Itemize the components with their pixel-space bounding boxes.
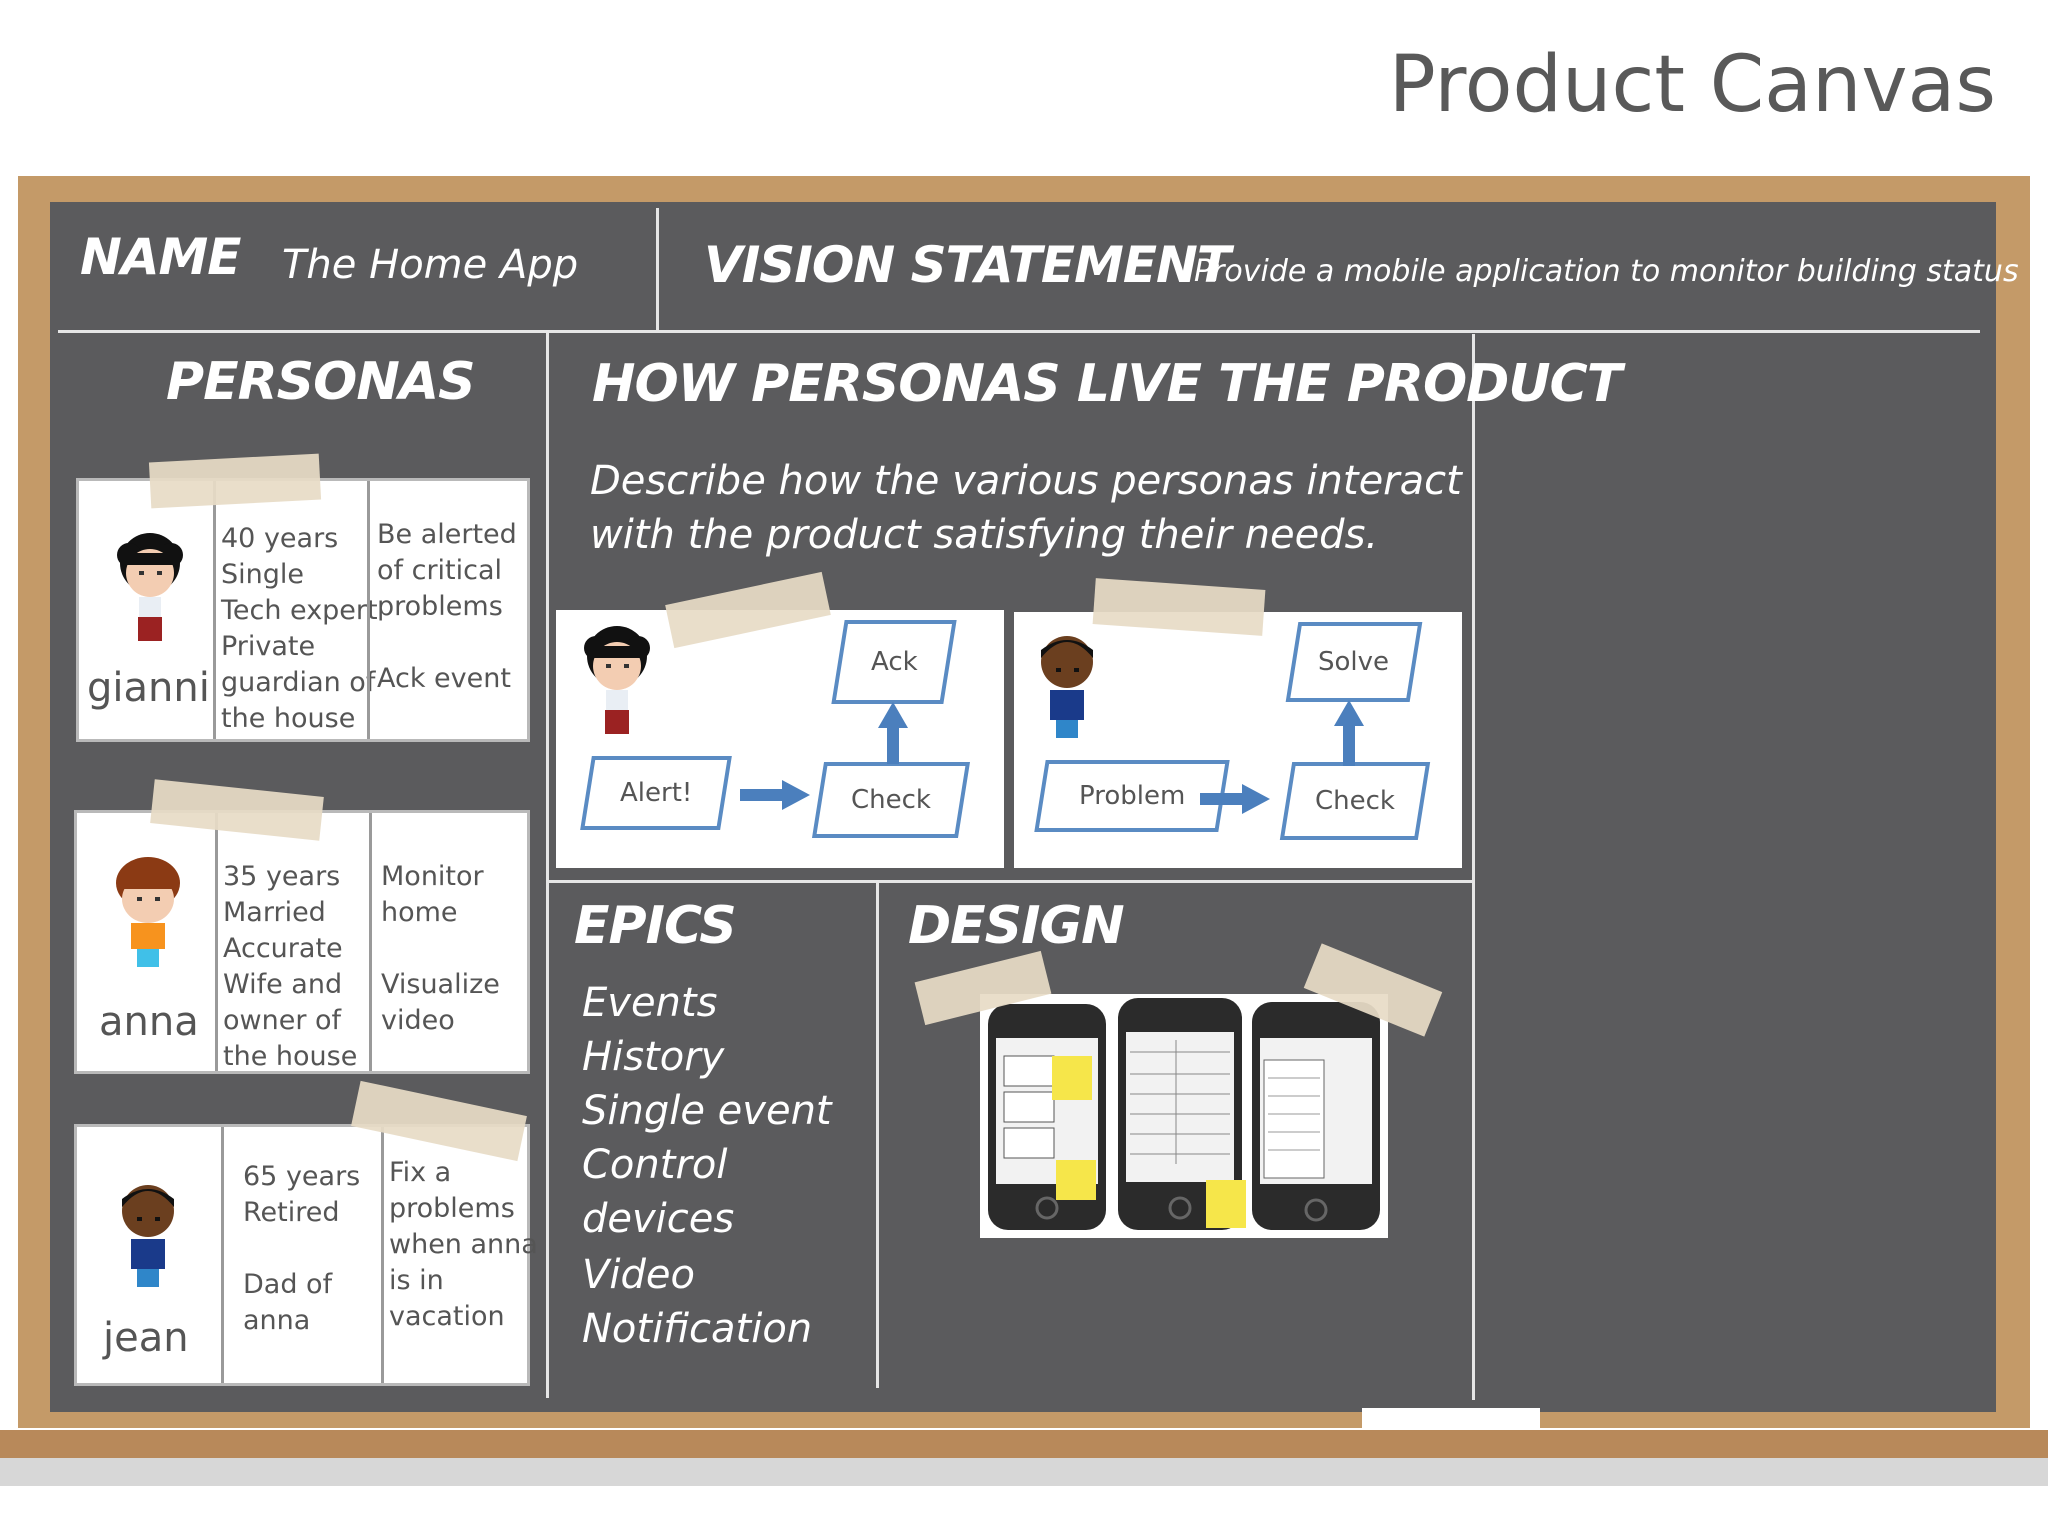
- person-avatar-icon: [117, 533, 183, 641]
- chalk-stick: [1362, 1408, 1540, 1430]
- divider-name-vision: [656, 208, 659, 332]
- arrow-right-icon: [740, 780, 810, 810]
- tape: [148, 453, 322, 509]
- person-avatar-icon: [1041, 636, 1093, 738]
- persona-card-anna: anna 35 years Married Accurate Wife and …: [74, 810, 530, 1074]
- epics-label: EPICS: [574, 896, 737, 956]
- slide-title: Product Canvas: [1388, 40, 1996, 130]
- vision-statement: Provide a mobile application to monitor …: [1194, 254, 2019, 289]
- flow-box-end: Solve: [1285, 622, 1423, 702]
- card-divider: [381, 1127, 384, 1383]
- personas-label: PERSONAS: [166, 352, 476, 412]
- persona-name: anna: [99, 999, 199, 1045]
- divider-header: [58, 330, 1980, 333]
- epic-item: Video: [582, 1252, 695, 1298]
- flow-box-middle: Check: [1279, 762, 1431, 840]
- how-description-line2: with the product satisfying their needs.: [590, 512, 1379, 558]
- persona-traits: 35 years Married Accurate Wife and owner…: [223, 861, 358, 1072]
- flow-diagram-gianni: Alert! Check Ack: [556, 610, 1004, 868]
- epic-item: Events: [582, 980, 718, 1026]
- design-mockup-image: [980, 994, 1388, 1238]
- flow-label: Problem: [1078, 781, 1186, 811]
- arrow-up-icon: [878, 702, 908, 764]
- epic-item: devices: [582, 1196, 735, 1242]
- vision-label: VISION STATEMENT: [704, 236, 1231, 294]
- persona-needs: Monitor home Visualize video: [381, 861, 500, 1036]
- how-description-line1: Describe how the various personas intera…: [590, 458, 1462, 504]
- card-divider: [369, 813, 372, 1071]
- persona-needs: Fix a problems when anna is in vacation: [389, 1157, 538, 1332]
- person-avatar-icon: [122, 1185, 174, 1287]
- flow-diagram-jean: Problem Check Solve: [1014, 612, 1462, 868]
- flow-box-middle: Check: [811, 762, 971, 838]
- persona-name: jean: [103, 1315, 189, 1361]
- flow-box-end: Ack: [831, 620, 957, 704]
- flow-label: Solve: [1318, 647, 1390, 677]
- card-divider: [221, 1127, 224, 1383]
- divider-personas: [546, 332, 549, 1398]
- flow-label: Alert!: [619, 778, 693, 808]
- card-divider: [213, 481, 216, 739]
- flow-box-start: Alert!: [580, 756, 732, 830]
- persona-name: gianni: [87, 665, 210, 711]
- persona-card-jean: jean 65 years Retired Dad of anna Fix a …: [74, 1124, 538, 1386]
- epic-item: History: [582, 1034, 725, 1080]
- design-label: DESIGN: [908, 896, 1125, 956]
- card-divider: [215, 813, 218, 1071]
- persona-traits: 40 years Single Tech expert Private guar…: [221, 523, 378, 734]
- divider-how-right: [1472, 334, 1475, 1400]
- divider-how-epics: [548, 880, 1474, 883]
- how-personas-label: HOW PERSONAS LIVE THE PRODUCT: [592, 354, 1622, 414]
- chalk-ledge: [0, 1430, 2048, 1458]
- persona-card-gianni: gianni 40 years Single Tech expert Priva…: [76, 478, 530, 742]
- name-label: NAME: [80, 228, 241, 286]
- arrow-right-icon: [1200, 784, 1270, 814]
- divider-epics-design: [876, 882, 879, 1388]
- person-avatar-icon: [116, 857, 180, 967]
- epic-item: Notification: [582, 1306, 813, 1352]
- flow-label: Check: [851, 785, 931, 815]
- card-divider: [367, 481, 370, 739]
- flow-label: Check: [1315, 786, 1395, 816]
- ledge-shadow: [0, 1458, 2048, 1486]
- app-name: The Home App: [282, 242, 579, 288]
- person-avatar-icon: [584, 626, 650, 734]
- epic-item: Control: [582, 1142, 728, 1188]
- arrow-up-icon: [1334, 700, 1364, 766]
- epic-item: Single event: [582, 1088, 832, 1134]
- phone-mockups-icon: [988, 998, 1380, 1230]
- flow-label: Ack: [870, 647, 918, 677]
- persona-needs: Be alerted of critical problems Ack even…: [377, 519, 517, 694]
- persona-traits: 65 years Retired Dad of anna: [243, 1161, 361, 1336]
